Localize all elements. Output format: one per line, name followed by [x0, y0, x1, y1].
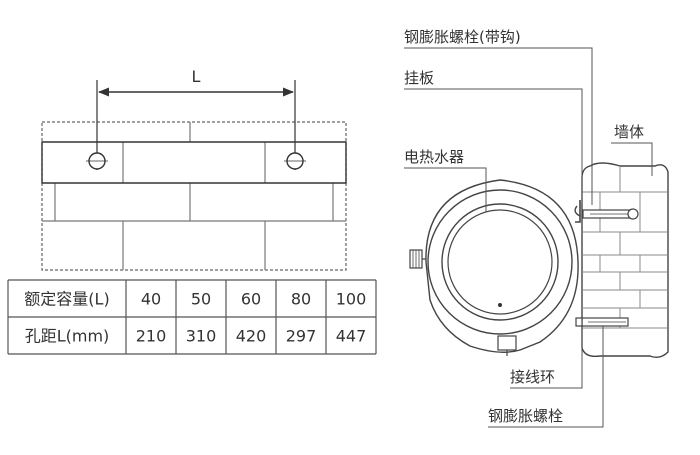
heater-outer-ring	[427, 189, 573, 335]
callout-bolt-hook-label: 钢膨胀螺栓(带钩)	[404, 28, 521, 46]
water-heater	[409, 179, 579, 356]
callout-connecting-ring: 接线环	[510, 330, 583, 389]
expansion-bolt-lower	[575, 317, 629, 327]
callout-wall-label: 墙体	[614, 123, 644, 141]
table-cell: 210	[136, 327, 167, 346]
table-cell: 80	[291, 290, 311, 309]
callout-hanger-plate-label: 挂板	[404, 69, 434, 87]
hanger-plate	[575, 200, 581, 223]
mounting-hole-left	[86, 152, 108, 170]
table-cell: 297	[286, 327, 317, 346]
hanger-plate-band	[41, 141, 347, 184]
spec-table-grid	[7, 279, 377, 355]
heater-mid-ring	[441, 203, 559, 321]
mounting-hole-right	[284, 152, 306, 170]
indicator-dot	[498, 303, 502, 307]
table-cell: 40	[141, 290, 161, 309]
table-cell: 60	[241, 290, 261, 309]
table-row-header: 孔距L(mm)	[25, 327, 110, 346]
table-cell: 447	[336, 327, 367, 346]
callout-water-heater-label: 电热水器	[404, 148, 464, 166]
callout-water-heater: 电热水器	[404, 148, 487, 212]
callout-bolt-hook: 钢膨胀螺栓(带钩)	[404, 28, 593, 205]
table-row-header: 额定容量(L)	[24, 290, 109, 309]
table-cell: 310	[186, 327, 217, 346]
table-cell: 420	[236, 327, 267, 346]
temperature-knob	[409, 249, 426, 269]
heater-inner-ring	[447, 209, 553, 315]
spec-table-text: 额定容量(L) 40 50 60 80 100 孔距L(mm) 210 310 420 297 447	[24, 290, 366, 346]
water-pipe-connector	[497, 335, 517, 356]
wall-outline-dashed	[41, 121, 347, 271]
hole-spacing-drawing: L	[41, 67, 347, 271]
heater-body-outline	[425, 179, 579, 353]
callout-wall: 墙体	[611, 123, 653, 176]
wall-brick-lines	[582, 166, 668, 329]
dimension-label: L	[192, 67, 201, 86]
callout-expansion-bolt: 钢膨胀螺栓	[488, 326, 604, 428]
table-cell: 50	[191, 290, 211, 309]
callout-expansion-bolt-label: 钢膨胀螺栓	[488, 407, 563, 425]
wall-bricks	[42, 122, 346, 270]
table-cell: 100	[336, 290, 367, 309]
spec-table: 额定容量(L) 40 50 60 80 100 孔距L(mm) 210 310 420 297 447	[7, 279, 377, 355]
callout-hanger-plate: 挂板	[404, 69, 583, 204]
wall-section	[574, 162, 669, 359]
callout-connecting-ring-label: 接线环	[510, 368, 555, 386]
hook-bolt	[574, 205, 639, 220]
